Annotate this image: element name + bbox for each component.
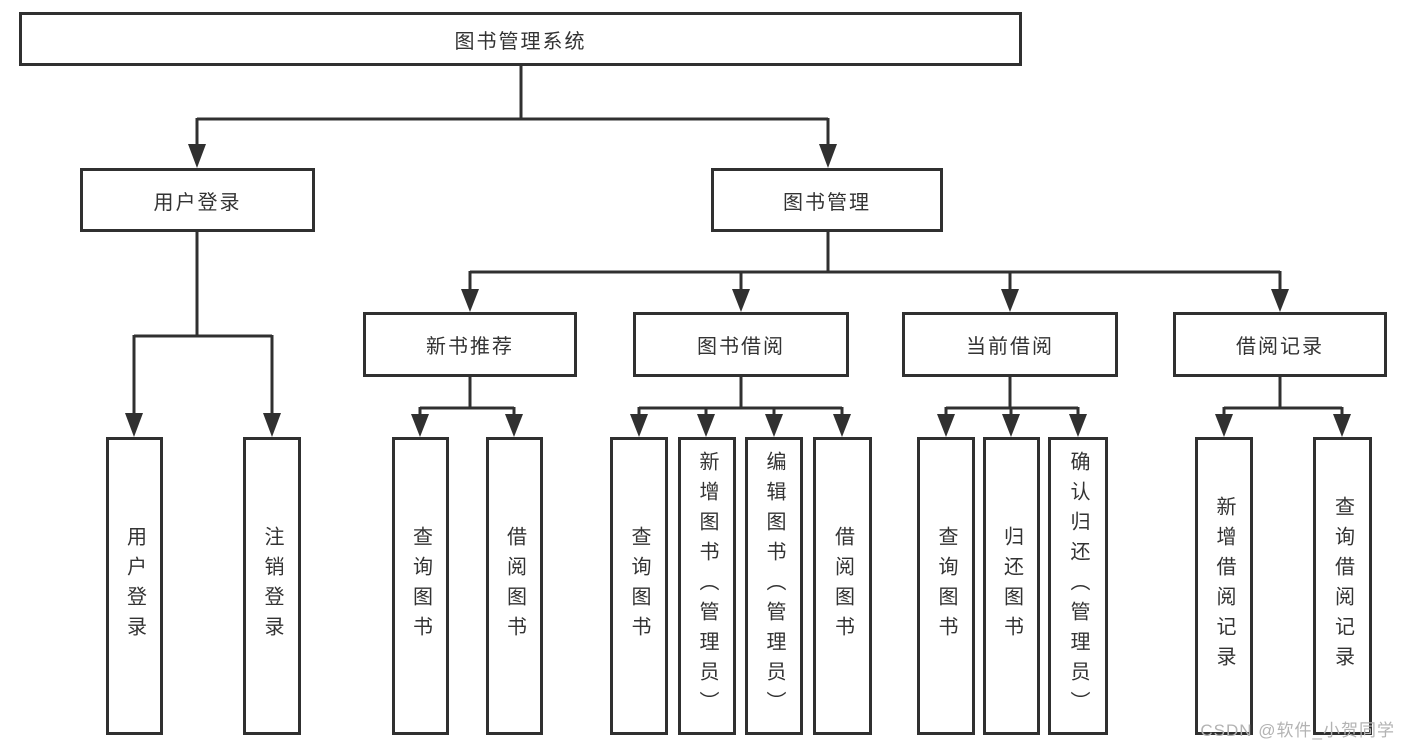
section-node-current-borrow: 当前借阅 (902, 312, 1118, 377)
leaf-node-query-borrow-record: 查询借阅记录 (1313, 437, 1372, 735)
leaf-node-query-books-current: 查询图书 (917, 437, 975, 735)
edge-book-mgmt-to-sections (461, 232, 1289, 312)
edge-new-book-rec-to-leaves (411, 377, 523, 437)
leaf-node-user-login: 用户登录 (106, 437, 163, 735)
leaf-node-borrow-books-rec: 借阅图书 (486, 437, 543, 735)
branch-node-user-login: 用户登录 (80, 168, 315, 232)
leaf-node-add-borrow-record: 新增借阅记录 (1195, 437, 1253, 735)
leaf-node-add-books-admin: 新增图书（管理员） (678, 437, 736, 735)
csdn-watermark: CSDN @软件_小贺同学 (1200, 721, 1395, 740)
root-node-library-system: 图书管理系统 (19, 12, 1022, 66)
leaf-node-logout: 注销登录 (243, 437, 301, 735)
leaf-node-query-books-borrow: 查询图书 (610, 437, 668, 735)
section-node-book-borrow: 图书借阅 (633, 312, 849, 377)
leaf-node-confirm-return-admin: 确认归还（管理员） (1048, 437, 1108, 735)
leaf-node-borrow-books: 借阅图书 (813, 437, 872, 735)
edge-user-login-to-leaves (125, 232, 281, 437)
edge-current-borrow-to-leaves (937, 377, 1087, 437)
leaf-node-query-books-rec: 查询图书 (392, 437, 449, 735)
edge-book-borrow-to-leaves (630, 377, 851, 437)
section-node-borrow-record: 借阅记录 (1173, 312, 1387, 377)
leaf-node-edit-books-admin: 编辑图书（管理员） (745, 437, 803, 735)
edge-borrow-record-to-leaves (1215, 377, 1351, 437)
leaf-node-return-books: 归还图书 (983, 437, 1040, 735)
edge-root-to-level2 (188, 66, 837, 168)
section-node-new-book-rec: 新书推荐 (363, 312, 577, 377)
branch-node-book-mgmt: 图书管理 (711, 168, 943, 232)
